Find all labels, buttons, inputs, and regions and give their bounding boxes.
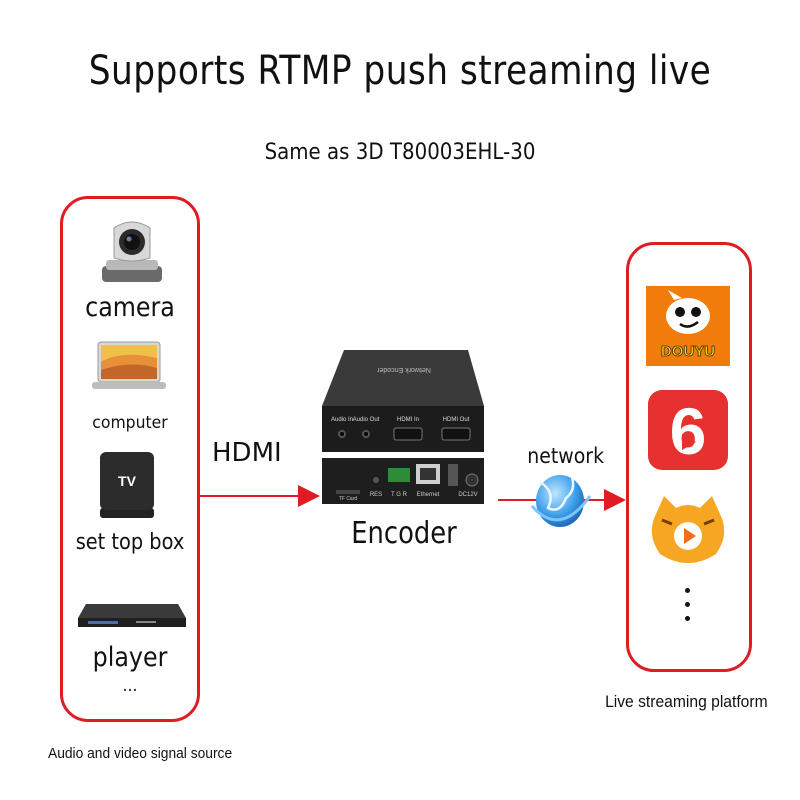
huya-logo-icon	[651, 496, 725, 563]
globe-icon	[530, 475, 592, 527]
hdmi-arrow-head	[298, 485, 320, 507]
encoder-label: Encoder	[351, 516, 457, 551]
douyu-logo-icon: DOUYU	[646, 286, 730, 366]
source-caption: Audio and video signal source	[48, 745, 233, 762]
douyu-logo-text: DOUYU	[661, 343, 715, 360]
port-audio-out: Audio Out	[353, 417, 380, 423]
kuaishou-logo-text: 6	[670, 394, 707, 468]
port-tgr: T G R	[391, 492, 408, 498]
camera-icon	[102, 221, 162, 282]
platform-caption: Live streaming platform	[605, 692, 768, 711]
port-res: RES	[370, 492, 382, 498]
encoder-device: Network Encoder Audio In Audio Out HDMI …	[322, 350, 484, 504]
set-top-box-badge: TV	[118, 473, 137, 489]
encoder-top-text: Network Encoder	[376, 366, 430, 373]
platform-more-indicator	[685, 588, 690, 621]
port-audio-in: Audio In	[331, 417, 353, 423]
source-label-computer: computer	[92, 413, 168, 433]
page-subtitle: Same as 3D T80003EHL-30	[264, 140, 536, 165]
page-title: Supports RTMP push streaming live	[88, 48, 712, 94]
hdmi-label: HDMI	[212, 438, 282, 468]
port-hdmi-out: HDMI Out	[443, 417, 470, 423]
network-arrow-head	[604, 489, 626, 511]
kuaishou-logo-icon: 6	[648, 390, 728, 470]
network-label: network	[527, 444, 605, 468]
set-top-box-icon: TV	[100, 452, 154, 518]
port-ethernet: Ethernet	[417, 492, 440, 498]
source-more-indicator: ...	[122, 676, 138, 696]
source-label-camera: camera	[85, 292, 175, 323]
source-label-player: player	[92, 642, 168, 673]
source-label-set-top-box: set top box	[75, 530, 185, 555]
port-tf-card: TF Card	[339, 496, 358, 502]
hdmi-arrow-line	[200, 495, 300, 497]
port-dc12v: DC12V	[458, 492, 477, 498]
laptop-icon	[92, 341, 166, 389]
port-hdmi-in: HDMI In	[397, 417, 419, 423]
dvd-player-icon	[78, 604, 186, 627]
